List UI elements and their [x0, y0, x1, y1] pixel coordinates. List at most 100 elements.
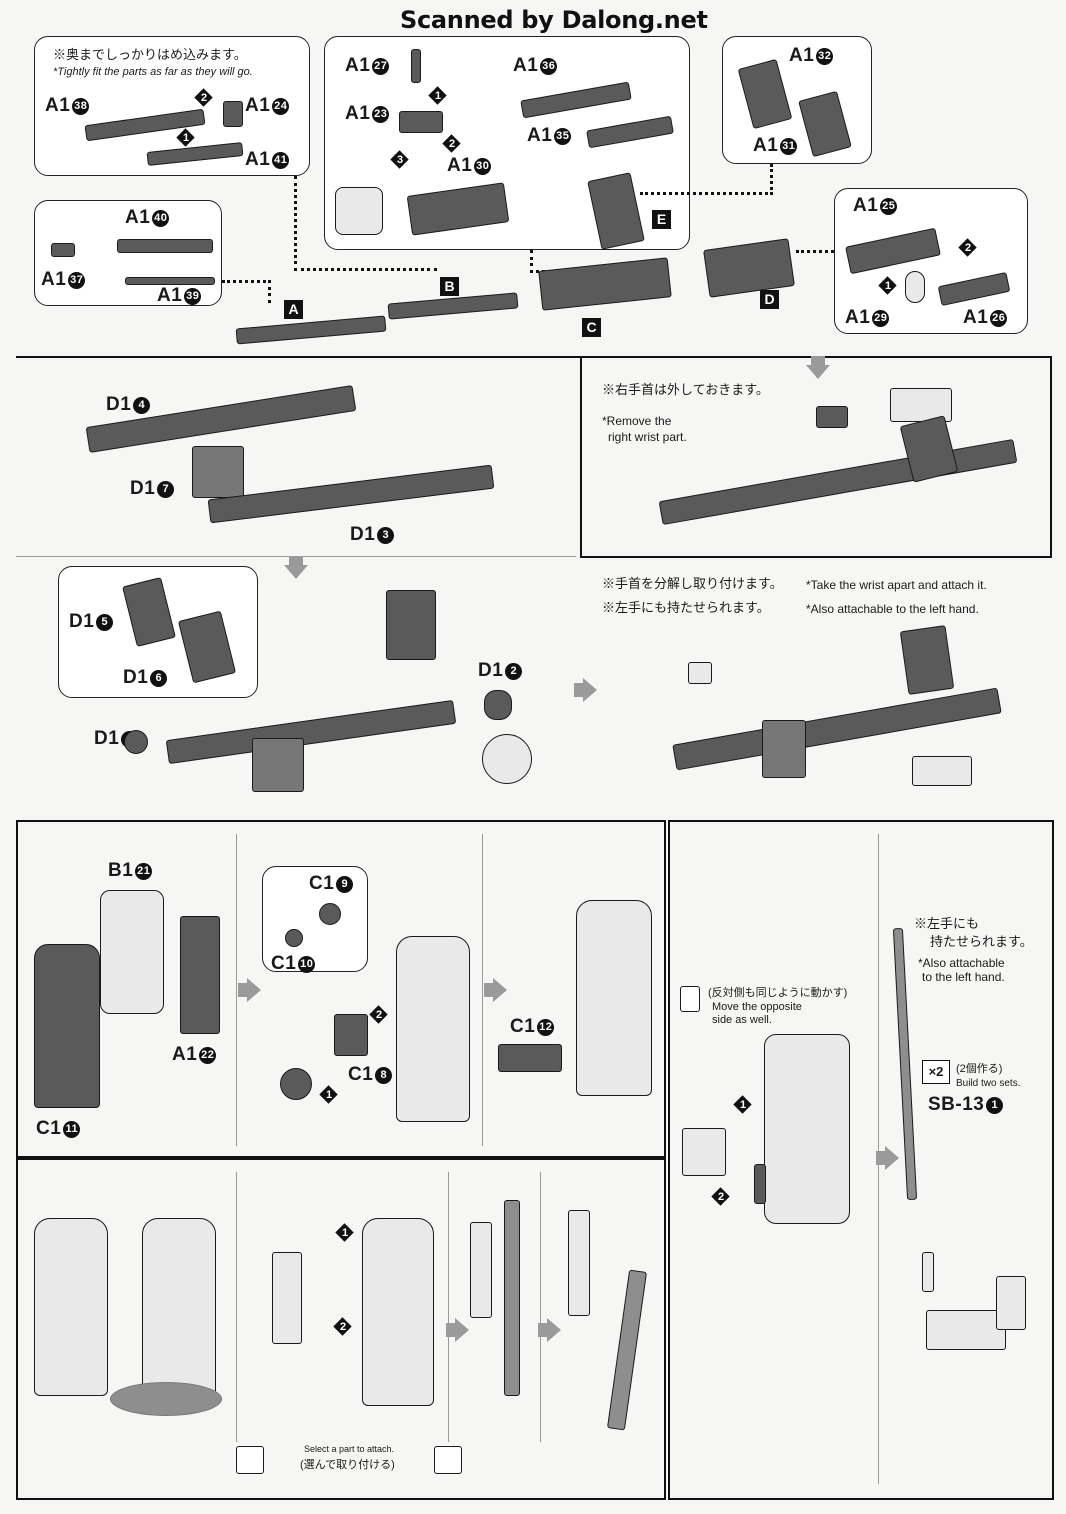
left-hand-note-en: *Also attachable to the left hand. [806, 602, 979, 616]
step-marker-1: 1 [176, 128, 195, 147]
fit-note-jp: ※奥までしっかりはめ込みます。 [53, 47, 247, 62]
shield-part-a22 [180, 916, 220, 1034]
receiver-part-a35 [586, 115, 674, 149]
connector-a [222, 280, 271, 303]
shield-part-c11 [34, 944, 100, 1108]
arm-part [272, 1252, 302, 1344]
left-hand-note-en-1: *Also attachable [918, 956, 1005, 970]
end-cap-detail [482, 734, 532, 784]
shield-step5 [362, 1218, 434, 1406]
shield-stand-front [142, 1218, 216, 1396]
stand-shadow [110, 1382, 222, 1416]
step-marker-2: 2 [369, 1005, 388, 1024]
select-part-note-en: Select a part to attach. [304, 1444, 395, 1454]
set-count-badge: ×2 [922, 1060, 950, 1084]
magazine-part-a31 [798, 90, 852, 158]
grip-part-a25 [845, 227, 941, 275]
connector-b [294, 176, 437, 271]
step4-divider-2 [482, 834, 483, 1146]
joint-assembly [280, 1068, 312, 1100]
flow-arrow-down [806, 356, 830, 380]
wrist-cap-final [688, 662, 712, 684]
end-cap-d2 [484, 690, 512, 720]
step-6-panel [668, 820, 1054, 1500]
tag-e: E [652, 210, 671, 229]
step-marker-1: 1 [733, 1095, 752, 1114]
rifle-step3 [165, 699, 457, 765]
hand-assembly [926, 1310, 1006, 1350]
assembly-b-barrel [387, 292, 519, 320]
receiver-part-a36 [520, 81, 632, 119]
select-part-note-jp: (選んで取り付ける) [300, 1459, 395, 1471]
leg-assembly [764, 1034, 850, 1224]
assembly-a-tube [235, 315, 387, 345]
arm-side-final [568, 1210, 590, 1316]
option-icon-left [236, 1446, 264, 1474]
hinge-part-c8 [334, 1014, 368, 1056]
knob-part-a24 [223, 101, 243, 127]
connector-d [796, 250, 834, 255]
step-marker-1: 1 [335, 1223, 354, 1242]
flow-arrow-right [446, 1318, 470, 1342]
step-marker-1: 1 [319, 1085, 338, 1104]
shield-back-final [576, 900, 652, 1096]
pin-part-a27 [411, 49, 421, 83]
grip-part-d7 [192, 446, 244, 498]
flow-arrow-right [484, 978, 508, 1002]
joint-part-c9 [319, 903, 341, 925]
remove-wrist-note-en-2: right wrist part. [608, 430, 687, 444]
step-marker-2: 2 [711, 1187, 730, 1206]
step-marker-2: 2 [194, 88, 213, 107]
cap-part-a37 [51, 243, 75, 257]
tag-c: C [582, 318, 601, 337]
flow-arrow-right [876, 1146, 900, 1170]
arm-side-view [470, 1222, 492, 1318]
tag-b: B [440, 277, 459, 296]
shield-side-view [504, 1200, 520, 1396]
ring-part-a29 [905, 271, 925, 303]
mag-part-d6 [177, 610, 237, 684]
magazine-part-a32 [737, 58, 793, 130]
step-marker-2: 2 [442, 134, 461, 153]
connector-e [640, 164, 773, 195]
grip-final [762, 720, 806, 778]
clip-part-c12 [498, 1044, 562, 1072]
wrist-apart-note-jp: ※手首を分解し取り付けます。 [602, 576, 783, 591]
step-marker-1: 1 [878, 276, 897, 295]
opposite-side-note-en-1: Move the opposite [712, 1001, 802, 1013]
step5-divider-1 [236, 1172, 237, 1442]
scan-watermark: Scanned by Dalong.net [400, 6, 708, 34]
shield-stand-back [34, 1218, 108, 1396]
barrel-part-a41 [146, 142, 244, 166]
receiver-part-a23 [399, 111, 443, 133]
step-4-panel [16, 820, 666, 1158]
remove-wrist-note-en-1: *Remove the [602, 414, 672, 428]
wrist-apart-note-en: *Take the wrist apart and attach it. [806, 578, 987, 592]
grip-step3 [252, 738, 304, 792]
magazine-final [899, 625, 955, 695]
